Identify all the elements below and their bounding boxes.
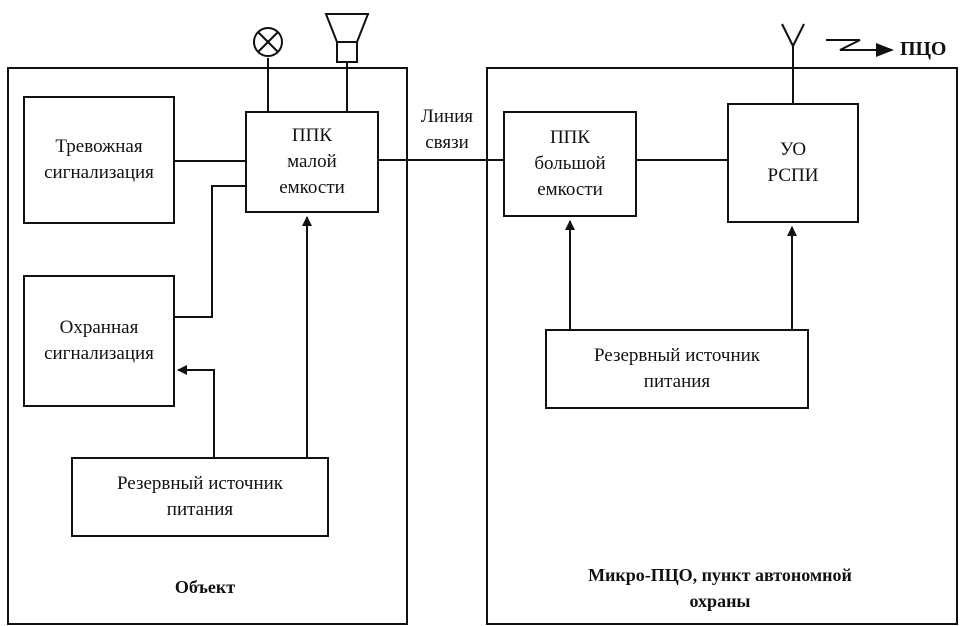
- object-frame: [7, 67, 408, 625]
- power-to-security-line: [177, 365, 215, 458]
- link-label: Линия связи: [420, 106, 474, 153]
- power-left-label: Резервный источник питания: [116, 473, 284, 520]
- security-box: [23, 275, 175, 407]
- ppk-large-box: [503, 111, 637, 217]
- antenna-icon: [781, 23, 805, 47]
- ppk-small-label: ППК малой емкости: [279, 125, 345, 198]
- lamp-icon: [253, 27, 283, 57]
- radio-signal-icon: [826, 39, 878, 51]
- micro-pco-label: Микро-ПЦО, пункт автономной охраны: [588, 565, 852, 611]
- object-label: Объект: [174, 577, 236, 597]
- security-label: Охранная сигнализация: [44, 317, 154, 364]
- ppk-large-label: ППК большой емкости: [534, 127, 606, 200]
- power-left-box: [71, 457, 329, 537]
- uo-label: УО РСПИ: [767, 139, 819, 186]
- power-right-box: [545, 329, 809, 409]
- micro-pco-frame: [486, 67, 958, 625]
- siren-icon: [324, 13, 370, 63]
- power-right-label: Резервный источник питания: [593, 345, 761, 392]
- security-to-ppk-line: [174, 185, 246, 318]
- alarm-label: Тревожная сигнализация: [44, 136, 154, 183]
- pco-label: ПЦО: [900, 38, 947, 60]
